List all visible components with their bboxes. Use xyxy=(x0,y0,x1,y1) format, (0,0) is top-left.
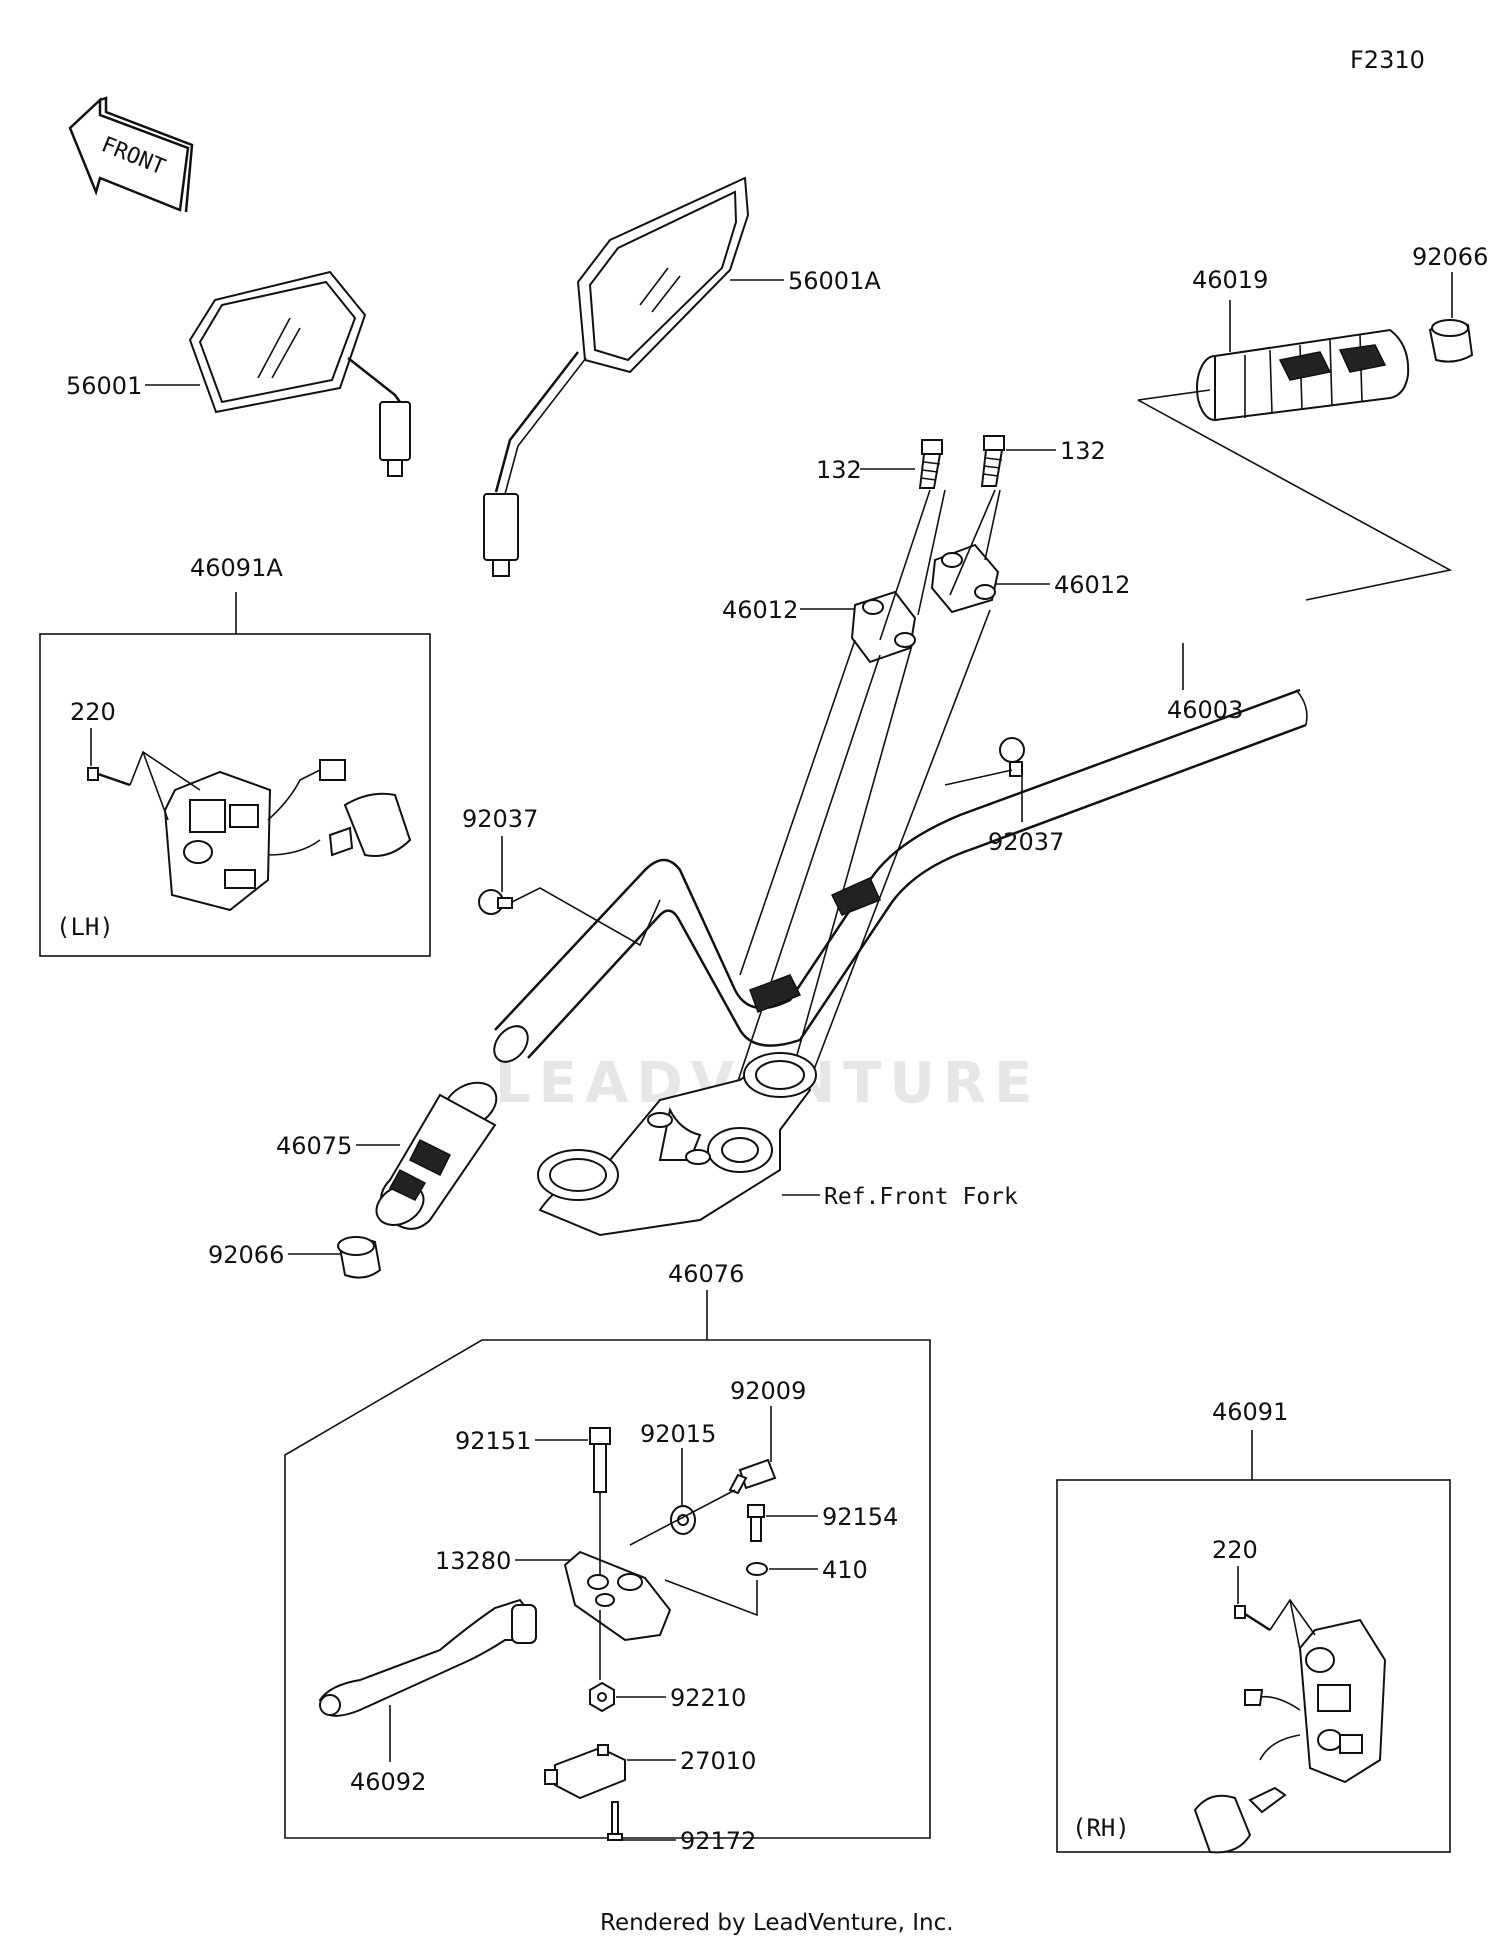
bracket-13280 xyxy=(563,1550,672,1642)
bolt-left xyxy=(918,439,943,489)
triple-clamp xyxy=(537,1052,817,1237)
screw-left-switch xyxy=(87,767,131,787)
label-46075: 46075 xyxy=(276,1132,352,1160)
label-132-right: 132 xyxy=(1060,437,1106,465)
label-46076: 46076 xyxy=(668,1260,744,1288)
mirror-left xyxy=(188,270,411,477)
grip-right xyxy=(1196,328,1410,422)
bolt-92154 xyxy=(747,1504,765,1542)
label-92015: 92015 xyxy=(640,1420,716,1448)
label-46012-left: 46012 xyxy=(722,596,798,624)
box-tag-rh: (RH) xyxy=(1072,1814,1130,1842)
switch-right xyxy=(1193,1618,1387,1854)
label-13280: 13280 xyxy=(435,1547,511,1575)
label-56001: 56001 xyxy=(66,372,142,400)
label-410: 410 xyxy=(822,1556,868,1584)
clamp-left xyxy=(478,889,513,915)
handlebar xyxy=(493,688,1308,1063)
label-46019: 46019 xyxy=(1192,266,1268,294)
switch-27010 xyxy=(544,1744,626,1800)
label-220-left: 220 xyxy=(70,698,116,726)
box-tag-lh: (LH) xyxy=(56,913,114,941)
mirror-right xyxy=(483,176,750,577)
holder-right xyxy=(930,543,1000,614)
weight-left xyxy=(337,1236,382,1279)
label-92151: 92151 xyxy=(455,1427,531,1455)
bolt-right xyxy=(980,435,1005,487)
front-label: FRONT xyxy=(98,132,169,180)
label-46091: 46091 xyxy=(1212,1398,1288,1426)
washer-92015 xyxy=(670,1505,696,1535)
label-46012-right: 46012 xyxy=(1054,571,1130,599)
box-switch-left xyxy=(39,633,431,957)
weight-right xyxy=(1428,319,1474,363)
label-92037-right: 92037 xyxy=(988,828,1064,856)
screw-right-switch xyxy=(1234,1605,1271,1632)
front-arrow-icon: FRONT xyxy=(68,96,194,213)
grip-left xyxy=(375,1081,498,1230)
label-46003: 46003 xyxy=(1167,696,1243,724)
label-56001A: 56001A xyxy=(788,267,881,295)
label-92210: 92210 xyxy=(670,1684,746,1712)
label-46091A: 46091A xyxy=(190,554,283,582)
footer-credit: Rendered by LeadVenture, Inc. xyxy=(600,1910,954,1936)
label-92009: 92009 xyxy=(730,1377,806,1405)
bolt-92009 xyxy=(728,1458,777,1495)
label-92037-left: 92037 xyxy=(462,805,538,833)
label-132-left: 132 xyxy=(816,456,862,484)
label-92066-left: 92066 xyxy=(208,1241,284,1269)
screw-92172 xyxy=(607,1801,623,1841)
box-switch-right xyxy=(1056,1479,1451,1853)
leader-grip-to-bar xyxy=(1137,389,1453,601)
label-92154: 92154 xyxy=(822,1503,898,1531)
label-27010: 27010 xyxy=(680,1747,756,1775)
label-220-right: 220 xyxy=(1212,1536,1258,1564)
bolt-92151 xyxy=(589,1427,611,1493)
switch-left xyxy=(163,759,412,912)
diagram-code: F2310 xyxy=(1350,46,1425,74)
washer-410 xyxy=(746,1562,768,1576)
nut-92210 xyxy=(589,1681,615,1713)
clamp-right xyxy=(999,737,1025,777)
reference-note: Ref.Front Fork xyxy=(824,1184,1018,1210)
lever-46092 xyxy=(318,1598,537,1717)
label-92172: 92172 xyxy=(680,1827,756,1855)
label-92066-right: 92066 xyxy=(1412,243,1488,271)
label-46092: 46092 xyxy=(350,1768,426,1796)
